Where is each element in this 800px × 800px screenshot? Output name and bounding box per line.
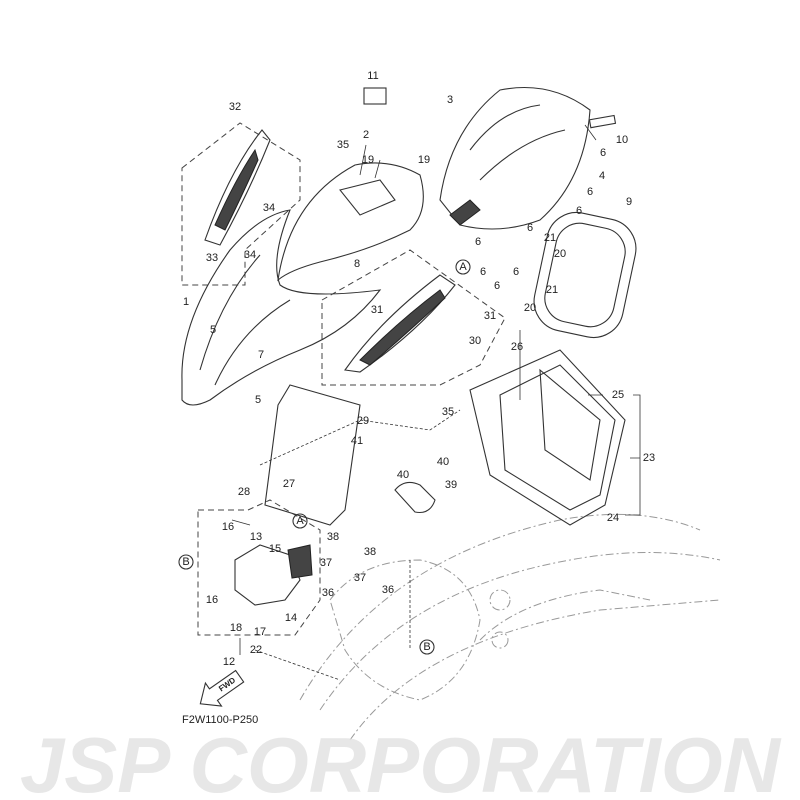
callout: 22: [250, 644, 262, 656]
callout: 35: [442, 406, 454, 418]
callout: 40: [437, 456, 449, 468]
cover-27: [264, 384, 361, 526]
callout: 11: [367, 70, 378, 82]
callout: 6: [600, 147, 606, 159]
callout: 3: [447, 94, 453, 106]
callout: 2: [363, 129, 369, 141]
callout: 37: [320, 557, 332, 569]
parts: [181, 87, 637, 606]
callout: 5: [255, 394, 261, 406]
callout: A: [296, 515, 304, 527]
callout: B: [423, 641, 430, 653]
callout: B: [182, 556, 189, 568]
callout: 20: [554, 248, 566, 260]
hood-cover: [277, 162, 424, 282]
callout: 26: [511, 341, 523, 353]
kit-box-12: [197, 499, 321, 636]
callout: 16: [206, 594, 218, 606]
kit-box-32: [181, 122, 301, 286]
callout: 41: [351, 435, 363, 447]
callout: A: [459, 261, 467, 273]
side-panel-29: [344, 274, 456, 373]
callout: 13: [250, 531, 262, 543]
callouts: 11 3 10 32 35 2 19 19 6 4 6 6 9 34 34 33…: [178, 70, 655, 668]
callout: 36: [382, 584, 394, 596]
callout: 32: [229, 101, 241, 113]
callout: 6: [513, 266, 519, 278]
front-deck: [181, 209, 382, 406]
callout: 5: [210, 324, 216, 336]
callout: 27: [283, 478, 295, 490]
callout: 30: [469, 335, 481, 347]
callout: 6: [587, 186, 593, 198]
callout: 21: [546, 284, 558, 296]
fwd-label: FWD: [217, 675, 237, 693]
callout: 23: [643, 452, 655, 464]
watermark: JSP CORPORATION: [20, 721, 782, 800]
callout: 6: [527, 222, 533, 234]
callout: 31: [484, 310, 496, 322]
callout: 6: [494, 280, 500, 292]
hull-outline: [299, 513, 721, 741]
callout: 25: [612, 389, 624, 401]
callout: 7: [258, 349, 264, 361]
latch-39: [394, 481, 436, 514]
callout: 6: [480, 266, 486, 278]
callout: 33: [206, 252, 218, 264]
callout: 29: [357, 415, 369, 427]
ref-circle-b: [178, 554, 194, 570]
callout: 19: [418, 154, 430, 166]
ref-circle-b: [419, 639, 435, 655]
callout: 40: [397, 469, 409, 481]
callout: 6: [475, 236, 481, 248]
tray-23: [469, 349, 626, 526]
callout: 39: [445, 479, 457, 491]
callout: 34: [263, 202, 275, 214]
callout: 38: [364, 546, 376, 558]
tab-10: [588, 114, 617, 129]
leader-lines: [231, 124, 641, 681]
callout: 37: [354, 572, 366, 584]
callout: 12: [223, 656, 235, 668]
callout: 4: [599, 170, 605, 182]
lock-assembly: [234, 544, 301, 606]
callout: 38: [327, 531, 339, 543]
callout: 16: [222, 521, 234, 533]
fwd-arrow-icon: FWD: [199, 669, 245, 707]
callout: 9: [626, 196, 632, 208]
callout: 35: [337, 139, 349, 151]
callout: 20: [524, 302, 536, 314]
callout: 15: [269, 543, 281, 555]
callout: 21: [544, 232, 556, 244]
ref-circle-a: [292, 513, 308, 529]
callout: 6: [576, 205, 582, 217]
callout: 14: [285, 612, 297, 624]
callout: 8: [354, 258, 360, 270]
kit-box-29: [321, 249, 506, 386]
callout: 24: [607, 512, 619, 524]
side-panel-32: [204, 129, 271, 246]
callout: 28: [238, 486, 250, 498]
seal-9-inner: [544, 222, 626, 328]
storage-compartment-3: [439, 87, 591, 230]
callout: 31: [371, 304, 383, 316]
callout: 18: [230, 622, 242, 634]
callout: 10: [616, 134, 628, 146]
diagram-code: F2W1100-P250: [182, 714, 258, 726]
ref-circle-a: [455, 259, 471, 275]
callout: 36: [322, 587, 334, 599]
callout: 34: [244, 249, 256, 261]
callout: 19: [362, 154, 374, 166]
seal-9: [533, 211, 637, 339]
callout: 1: [183, 296, 189, 308]
tab-11: [363, 87, 387, 105]
callout: 17: [254, 626, 266, 638]
